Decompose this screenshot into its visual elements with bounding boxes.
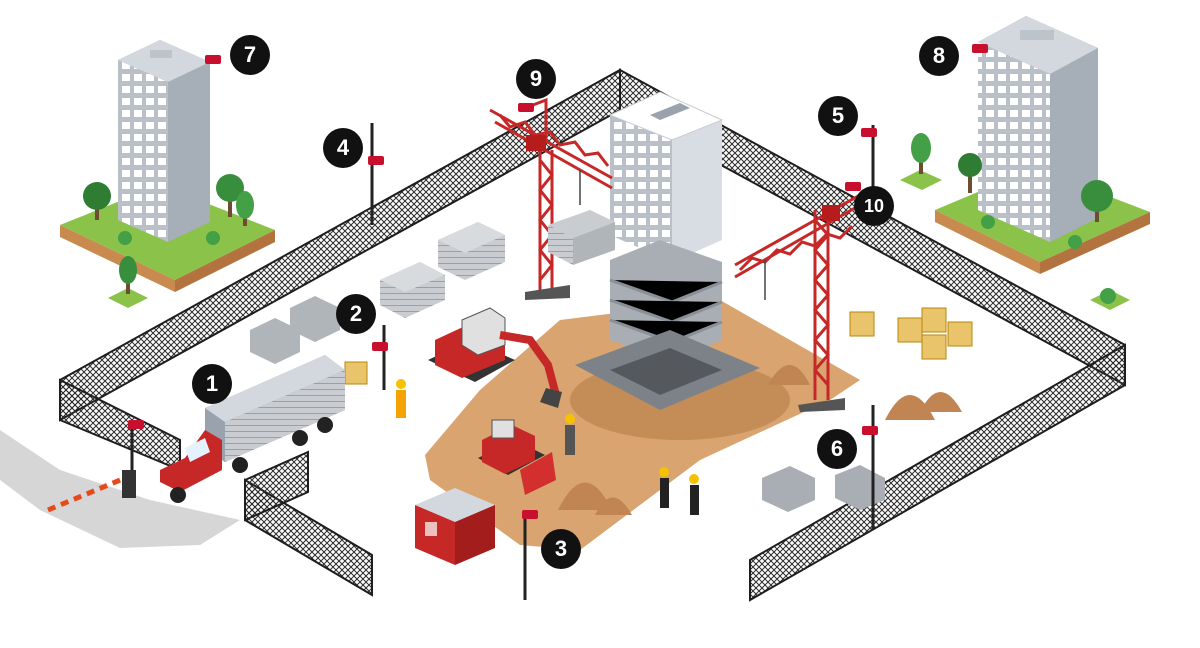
tower-crane-icon <box>489 97 613 290</box>
truck-icon <box>160 355 345 503</box>
worker-icon <box>396 379 699 515</box>
camera-marker-8[interactable]: 8 <box>919 36 959 76</box>
camera-marker-3[interactable]: 3 <box>541 529 581 569</box>
barrier-gate-icon <box>47 470 136 513</box>
left-office-building <box>118 40 210 242</box>
camera-marker-1[interactable]: 1 <box>192 364 232 404</box>
camera-marker-6[interactable]: 6 <box>817 429 857 469</box>
bulldozer-icon <box>478 419 556 495</box>
small-lot <box>900 170 942 190</box>
perimeter-fence <box>59 68 1126 602</box>
access-road <box>0 430 240 548</box>
camera-marker-10[interactable]: 10 <box>854 186 894 226</box>
security-camera-icon <box>128 44 988 519</box>
camera-marker-5[interactable]: 5 <box>818 96 858 136</box>
camera-marker-7[interactable]: 7 <box>230 35 270 75</box>
office-cabin-icon <box>415 488 495 565</box>
right-office-building <box>978 16 1098 242</box>
camera-marker-4[interactable]: 4 <box>323 128 363 168</box>
sand-piles <box>558 365 962 515</box>
tower-under-construction <box>575 91 760 410</box>
camera-marker-2[interactable]: 2 <box>336 294 376 334</box>
suspended-load <box>548 170 615 265</box>
boxed-supplies <box>344 307 973 385</box>
small-lot <box>108 288 148 308</box>
excavator-icon <box>428 307 562 408</box>
camera-marker-9[interactable]: 9 <box>516 59 556 99</box>
tree-icon <box>83 133 1116 304</box>
